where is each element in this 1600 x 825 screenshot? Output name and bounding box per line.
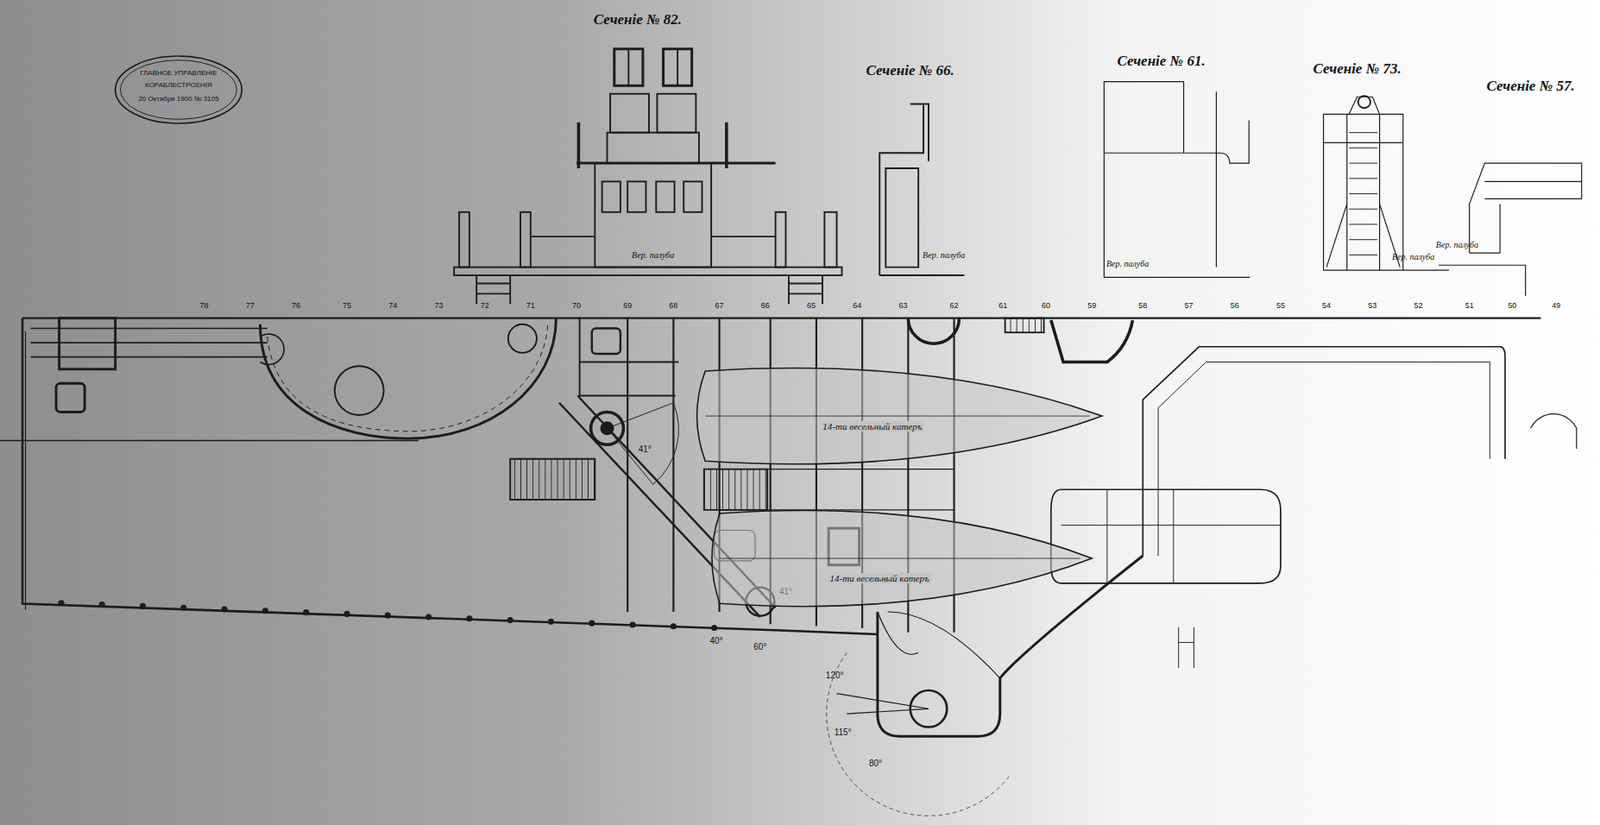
frame-number: 66	[761, 302, 770, 311]
boat: 14-ти весельный катеръ	[688, 362, 1103, 470]
frame-number: 74	[388, 302, 397, 311]
section-title: Сеченіе № 66.	[866, 62, 955, 80]
section-title: Сеченіе № 73.	[1312, 61, 1401, 78]
frame-number: 60	[1041, 302, 1051, 311]
stamp-text: 20 Октября 1900 № 3105	[138, 95, 219, 104]
boat-keel	[705, 415, 1090, 416]
frame-number: 49	[1551, 302, 1561, 311]
frame-number: 54	[1322, 302, 1331, 311]
angle-dimension: 40°	[709, 636, 723, 646]
angle-dimension: 60°	[753, 642, 767, 652]
frame-number: 52	[1414, 302, 1424, 311]
frame-number: 78	[199, 302, 208, 311]
frame-number: 69	[623, 302, 632, 311]
frame-number: 51	[1465, 302, 1475, 311]
angle-dimension: 115°	[834, 727, 852, 738]
boat-label: 14-ти весельный катеръ	[828, 573, 932, 584]
frame-number: 63	[898, 302, 908, 311]
frame-number: 59	[1087, 302, 1097, 311]
deck-label: Вер. палуба	[1436, 239, 1479, 250]
frame-number: 75	[342, 302, 352, 311]
boat-outline	[704, 504, 1092, 612]
frame-number: 58	[1138, 302, 1147, 311]
frame-number: 77	[245, 302, 255, 311]
boat-keel	[719, 558, 1081, 560]
frame-number: 65	[806, 302, 816, 311]
drawing-lines	[0, 49, 1582, 817]
angle-dimension: 41°	[638, 444, 652, 454]
angle-dimension: 80°	[869, 758, 882, 769]
deck-label: Вер. палуба	[631, 250, 675, 260]
section-title: Сеченіе № 61.	[1116, 53, 1205, 70]
frame-number: 53	[1367, 302, 1377, 311]
boat-outline	[688, 362, 1103, 470]
frame-number: 71	[526, 302, 536, 311]
deck-label: Вер. палуба	[922, 250, 965, 260]
section-title: Сеченіе № 82.	[593, 12, 682, 29]
frame-number: 64	[852, 302, 862, 311]
frame-number: 76	[291, 302, 301, 311]
boat-label: 14-ти весельный катеръ	[820, 421, 924, 432]
frame-number: 72	[480, 302, 490, 311]
boat-hull	[697, 367, 1103, 464]
frame-number: 50	[1507, 302, 1517, 311]
frame-number: 62	[950, 302, 959, 311]
frame-number: 68	[668, 302, 678, 311]
frame-number: 61	[998, 302, 1008, 311]
angle-dimension: 120°	[825, 670, 845, 681]
stamp-text: ГЛАВНОЕ УПРАВЛЕНІЕ	[139, 69, 218, 78]
frame-number: 70	[572, 302, 581, 311]
boat: 14-ти весельный катеръ	[704, 504, 1092, 612]
frame-number: 55	[1276, 302, 1286, 311]
frame-number: 57	[1184, 302, 1193, 311]
frame-number: 67	[715, 302, 725, 311]
boat-hull	[711, 510, 1092, 607]
frame-number: 56	[1230, 302, 1240, 311]
frame-number: 73	[434, 302, 443, 311]
section-title: Сеченіе № 57.	[1486, 78, 1575, 95]
deck-label: Вер. палуба	[1106, 258, 1149, 269]
rivets	[57, 599, 718, 631]
deck-label: Вер. палуба	[1392, 251, 1435, 262]
stamp-text: КОРАБЛЕСТРОЕНІЯ	[144, 81, 213, 90]
